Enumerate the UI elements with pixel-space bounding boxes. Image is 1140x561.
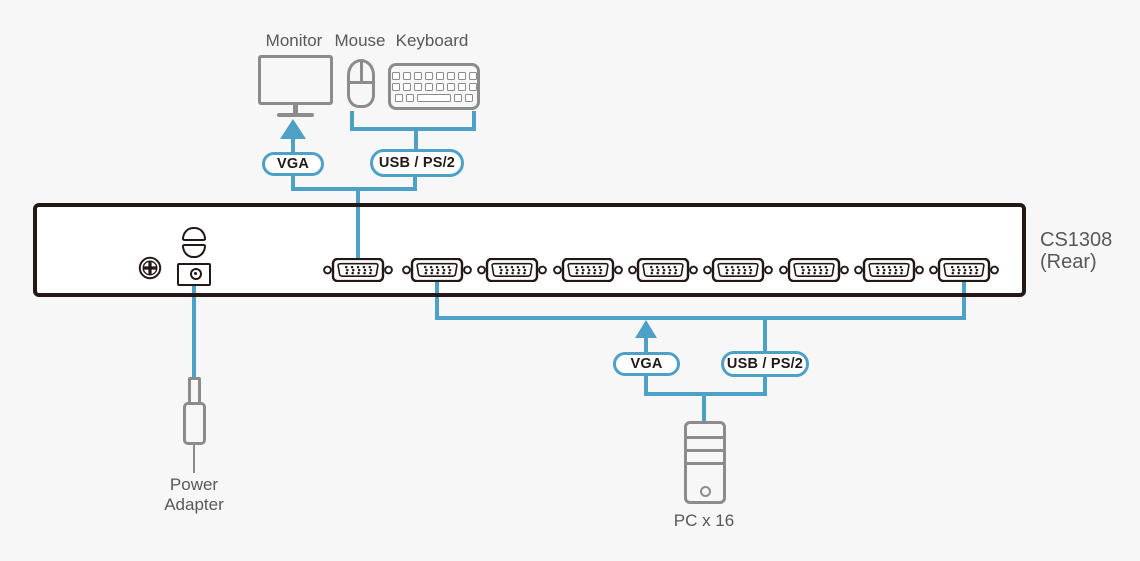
mouse-keyboard-bracket-line — [350, 127, 476, 131]
pc-drop-line — [702, 392, 706, 422]
mouse-label: Mouse — [334, 31, 386, 50]
cable-tie-mount-icon — [182, 227, 206, 241]
vga-port-cpu-3 — [553, 258, 623, 282]
vga-port-cpu-7 — [854, 258, 924, 282]
vga-port-cpu-1 — [402, 258, 472, 282]
mouse-bracket-line — [350, 111, 354, 131]
vga-port-cpu-8 — [929, 258, 999, 282]
power-cable-line — [192, 284, 196, 379]
dc-power-jack-icon — [177, 263, 211, 286]
power-adapter-label-line1: Power — [169, 475, 219, 494]
mouse-icon — [347, 59, 375, 108]
vga-port-cpu-2 — [477, 258, 547, 282]
monitor-vga-cable-line — [291, 137, 295, 153]
keyboard-bracket-line — [472, 111, 476, 131]
pc-vga-badge: VGA — [613, 352, 680, 376]
vga-port-console — [323, 258, 393, 282]
pc-vga-badge-text: VGA — [630, 356, 663, 372]
monitor-icon — [258, 55, 333, 105]
pc-power-button-icon — [699, 486, 711, 497]
cpu-bracket-line — [435, 316, 966, 320]
pc-count-label: PC x 16 — [673, 511, 735, 530]
vga-port-cpu-4 — [628, 258, 698, 282]
cpu-bracket-right-line — [962, 282, 966, 320]
console-merge-line — [291, 187, 417, 191]
pc-usb-cable-line — [763, 318, 767, 352]
power-plug-tip-icon — [188, 377, 201, 405]
pc-usb-down-line — [763, 377, 767, 396]
cpu-bracket-left-line — [435, 282, 439, 320]
monitor-stand-base — [277, 113, 314, 117]
power-cord-line — [193, 445, 195, 473]
pc-usb-ps2-badge: USB / PS/2 — [721, 351, 809, 377]
power-adapter-label-line2: Adapter — [164, 495, 224, 514]
console-usb-down-line — [413, 177, 417, 191]
pc-usb-ps2-badge-text: USB / PS/2 — [726, 356, 804, 372]
pc-vga-down-line — [644, 376, 648, 396]
power-plug-barrel-icon — [183, 402, 206, 445]
keyboard-label: Keyboard — [395, 31, 469, 50]
pc-vga-cable-line — [644, 337, 648, 353]
device-view: (Rear) — [1040, 251, 1097, 273]
monitor-stand-neck — [293, 105, 298, 113]
console-usb-ps2-badge: USB / PS/2 — [370, 149, 464, 177]
grounding-screw-icon — [138, 256, 162, 280]
console-port-drop-line — [356, 187, 360, 262]
vga-port-cpu-6 — [779, 258, 849, 282]
console-usb-ps2-badge-text: USB / PS/2 — [378, 155, 456, 171]
cpu-arrowhead-icon — [635, 320, 657, 338]
power-adapter-label: Power Adapter — [144, 475, 244, 515]
pc-tower-icon — [684, 421, 726, 504]
console-vga-down-line — [291, 176, 295, 191]
console-vga-badge: VGA — [262, 152, 324, 176]
monitor-label: Monitor — [265, 31, 323, 50]
console-vga-badge-text: VGA — [276, 156, 310, 172]
device-model: CS1308 — [1040, 229, 1113, 251]
vga-port-cpu-5 — [703, 258, 773, 282]
device-model-label: CS1308 (Rear) — [1040, 229, 1112, 273]
usb-badge-drop-line — [414, 131, 418, 151]
monitor-arrowhead-icon — [280, 119, 306, 139]
keyboard-icon — [388, 63, 480, 110]
